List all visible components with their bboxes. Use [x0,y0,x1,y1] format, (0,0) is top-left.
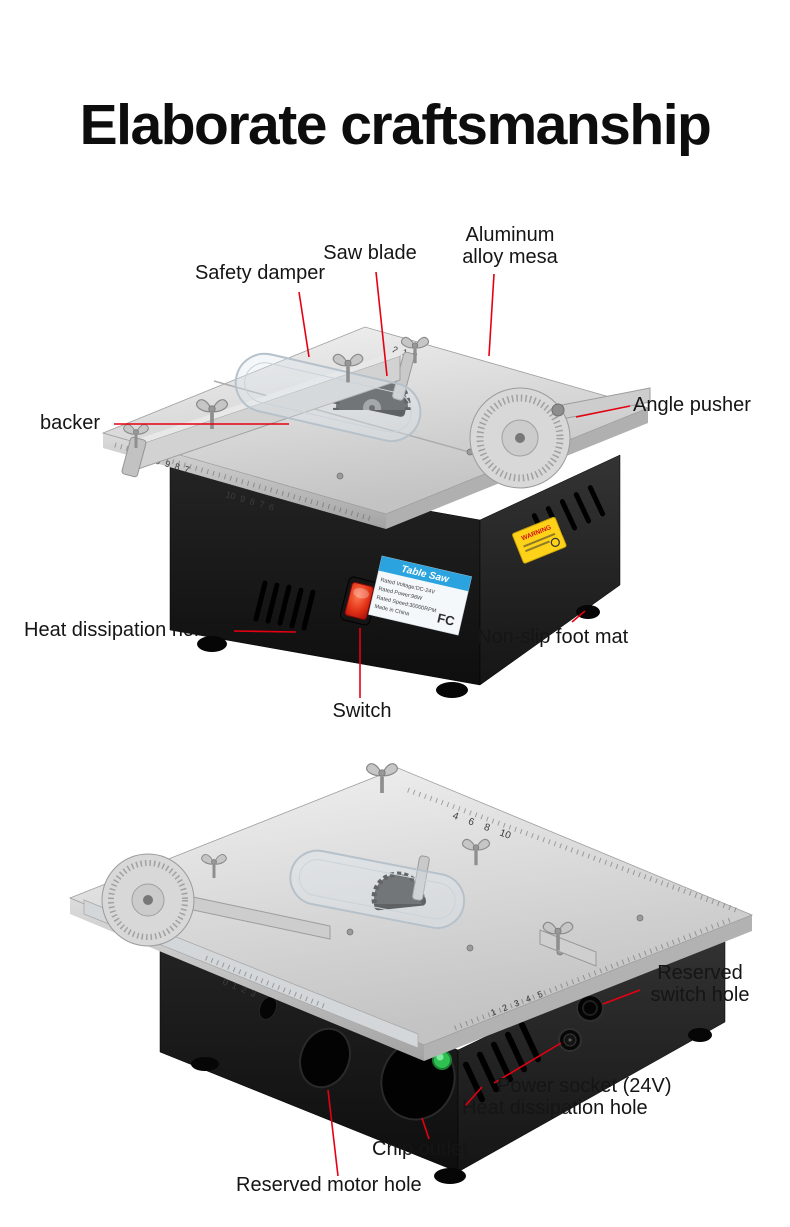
label-aluminum-alloy-mesa: Aluminum alloy mesa [440,224,580,268]
miter-groove [213,380,506,463]
label-reserved-switch-hole: Reserved switch hole [622,962,778,1006]
foot-mat [688,1028,712,1042]
leader-angle-pusher [575,405,631,418]
label-aluminum-alloy-mesa-line2: alloy mesa [462,246,558,268]
reserved-switch-hole-inner [582,1000,598,1016]
leader-chip-outlet [421,1117,430,1140]
angle-pusher-graphic [101,853,331,947]
angle-pusher-graphic [469,387,651,489]
leader-safety-damper [298,291,310,358]
warning-sticker: WARNING [512,516,567,564]
reserved-switch-hole [576,994,604,1022]
foot-mat [576,605,600,619]
foot-mat [434,1168,466,1184]
safety-damper-graphic [234,352,422,443]
leader-non-slip [571,610,586,623]
label-saw-blade: Saw blade [323,242,417,264]
label-power-socket: Power socket (24V) [497,1075,672,1097]
leader-saw-blade [375,271,388,377]
heat-vents-side [462,1021,542,1103]
leader-reserved-motor [327,1089,339,1177]
label-reserved-motor-hole: Reserved motor hole [236,1174,422,1196]
foot-mat [436,682,468,698]
foot-mat [191,1057,219,1071]
heat-vents-front [253,580,316,631]
table-saw-front-illustration: Table Saw Rated Voltage:DC-24V Rated Pow… [101,326,651,698]
side-bracket [539,929,597,967]
label-switch: Switch [332,700,392,722]
leader-power-socket [493,1042,562,1084]
leader-heat-rear [464,1086,483,1107]
riving-bracket [412,855,430,901]
ruler-ticks [454,917,731,1031]
table-saw-rear-illustration: 4 6 8 10 0 1 2 3 1 2 3 4 5 [68,763,754,1184]
table-screws [346,914,644,956]
rating-sticker: Table Saw Rated Voltage:DC-24V Rated Pow… [368,555,473,636]
safety-damper-graphic [289,849,466,929]
leader-lines [114,271,641,1177]
fence-clamp [121,436,147,478]
leader-aluminum-mesa [488,273,495,357]
label-safety-damper: Safety damper [194,262,326,284]
label-angle-pusher: Angle pusher [633,394,751,416]
label-non-slip-foot-mat: Non-slip foot mat [477,626,629,648]
aluminum-mesa-surface [101,326,650,515]
leader-heat-front [233,630,297,633]
label-aluminum-alloy-mesa-line1: Aluminum [465,224,555,246]
fcc-mark: FC [436,610,457,629]
label-reserved-switch-hole-line1: Reserved [657,962,743,984]
ruler-ticks [407,787,737,913]
page-title: Elaborate craftsmanship [79,93,712,157]
base-side-face [479,454,621,686]
leader-reserved-switch [602,989,641,1005]
ruler-ticks [114,442,373,522]
power-socket [558,1028,582,1052]
label-heat-dissipation-front: Heat dissipation hole [24,619,210,641]
label-chip-outlet: Chip outlet [372,1138,468,1160]
label-backer: backer [40,412,101,434]
backer-fence-top [135,350,400,446]
foot-mat [197,636,227,652]
reserved-motor-hole [299,1027,351,1089]
label-heat-dissipation-rear: Heat dissipation hole [462,1097,648,1119]
table-edge-right [424,915,752,1061]
label-reserved-switch-hole-line2: switch hole [650,984,750,1006]
